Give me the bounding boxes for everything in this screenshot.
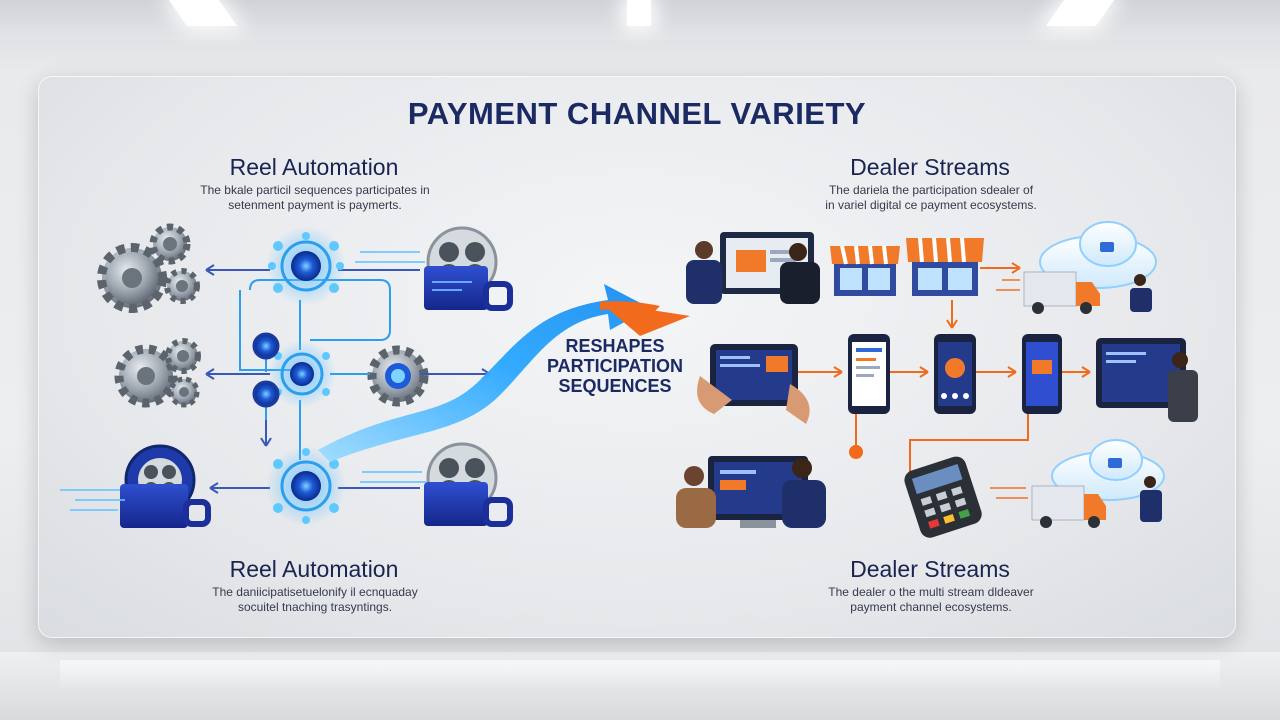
- desc-line: The bkale particil sequences participate…: [200, 183, 430, 197]
- section-desc-right-bottom: The dealer o the multi stream dldeaver p…: [786, 585, 1076, 615]
- center-label: RESHAPES PARTICIPATION SEQUENCES: [520, 336, 710, 396]
- transition-arrow: [318, 284, 690, 462]
- network-node-icon: [266, 446, 346, 526]
- speed-lines: [60, 251, 426, 511]
- store-icon: [906, 237, 984, 296]
- film-reel-icon: [424, 226, 513, 311]
- section-title-right-top: Dealer Streams: [850, 154, 1010, 180]
- desc-line: The dealer o the multi stream dldeaver: [828, 585, 1034, 599]
- network-node-icon: [252, 332, 280, 408]
- section-desc-left-bottom: The daniicipatisetuelonify il ecnquaday …: [170, 585, 460, 615]
- section-title-left-bottom: Reel Automation: [229, 556, 399, 582]
- section-desc-right-top: The dariela the participation sdealer of…: [786, 183, 1076, 213]
- desc-line: The daniicipatisetuelonify il ecnquaday: [212, 585, 418, 599]
- flow-arrows-top: [946, 262, 1021, 329]
- page-title: PAYMENT CHANNEL VARIETY: [407, 96, 867, 131]
- network-node-icon: [266, 226, 346, 306]
- film-reel-icon: [424, 442, 513, 527]
- network-node-icon: [268, 340, 336, 408]
- payment-terminal-icon: [904, 456, 982, 538]
- smartphone-icon: [848, 334, 890, 414]
- person-icon: [686, 232, 820, 304]
- center-label-line: RESHAPES: [565, 336, 665, 356]
- section-title-left-top: Reel Automation: [229, 154, 399, 180]
- section-title-right-bottom: Dealer Streams: [850, 556, 1010, 582]
- gear-icon: [97, 223, 200, 313]
- speed-lines: [990, 279, 1028, 499]
- section-desc-left-top: The bkale particil sequences participate…: [170, 183, 460, 213]
- ceiling-light: [627, 0, 651, 26]
- tablet-icon: [697, 344, 810, 424]
- smartphone-icon: [934, 334, 976, 414]
- desc-line: socuitel tnaching trasyntings.: [237, 600, 393, 614]
- center-label-line: PARTICIPATION: [547, 356, 683, 376]
- flow-arrows-left: [205, 264, 491, 494]
- flow-arrows-middle: [798, 366, 1091, 486]
- desc-line: The dariela the participation sdealer of: [828, 183, 1034, 197]
- floor-reflection: [60, 660, 1220, 690]
- center-label-line: SEQUENCES: [558, 376, 672, 396]
- desc-line: payment channel ecosystems.: [850, 600, 1012, 614]
- film-reel-icon: [120, 444, 211, 528]
- person-icon: [676, 456, 826, 528]
- gear-icon: [367, 345, 429, 407]
- store-icon: [830, 245, 900, 296]
- desc-line: in variel digital ce payment ecosystems.: [825, 198, 1037, 212]
- truck-icon: [1023, 271, 1152, 314]
- smartphone-icon: [1022, 334, 1062, 414]
- truck-icon: [1031, 476, 1162, 528]
- gear-icon: [114, 338, 201, 408]
- desc-line: setenment payment is paymerts.: [228, 198, 402, 212]
- tablet-icon: [1096, 338, 1198, 422]
